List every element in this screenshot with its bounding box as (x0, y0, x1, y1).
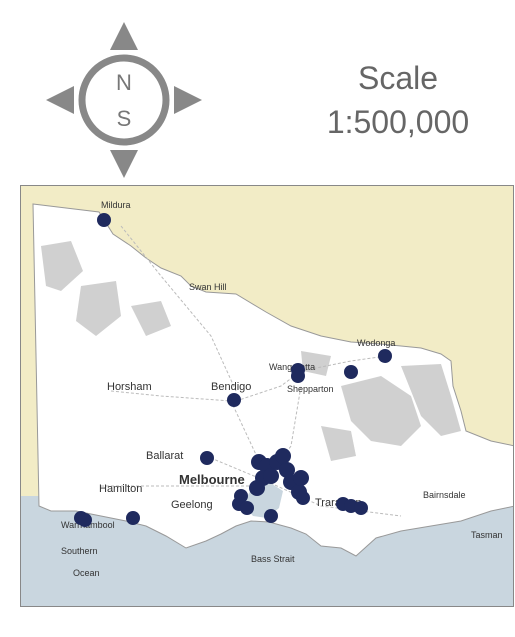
location-marker-mildura-0[interactable] (97, 213, 111, 227)
location-marker-melbourne-9[interactable] (293, 470, 309, 486)
place-label-melbourne: Melbourne (179, 472, 245, 487)
place-label-southern-ocean-2: Ocean (73, 568, 100, 578)
location-marker-traralgon-3[interactable] (296, 491, 310, 505)
location-marker-shepparton-0[interactable] (344, 365, 358, 379)
location-marker-ballarat-0[interactable] (200, 451, 214, 465)
place-label-shepparton: Shepparton (287, 384, 334, 394)
compass-arrow-west (46, 86, 74, 114)
scale-value: 1:500,000 (326, 104, 470, 140)
location-marker-melbourne-8[interactable] (263, 468, 279, 484)
shaded-terrain-gippsland (321, 426, 356, 461)
location-marker-warrnambool-1[interactable] (78, 513, 92, 527)
shaded-terrain-east (341, 376, 421, 446)
location-marker-warrnambool-east-0[interactable] (126, 511, 140, 525)
shaded-terrain-west (41, 241, 83, 291)
location-marker-melbourne-10[interactable] (249, 480, 265, 496)
place-label-wodonga: Wodonga (357, 338, 395, 348)
place-label-bass-strait: Bass Strait (251, 554, 295, 564)
place-label-tasman: Tasman (471, 530, 503, 540)
compass-arrow-east (174, 86, 202, 114)
place-label-geelong: Geelong (171, 499, 213, 511)
compass-rose-icon: N S (46, 22, 202, 178)
location-marker-wangaratta-1[interactable] (291, 369, 305, 383)
place-label-swan-hill: Swan Hill (189, 282, 227, 292)
place-label-bairnsdale: Bairnsdale (423, 490, 466, 500)
location-marker-wodonga-0[interactable] (378, 349, 392, 363)
state-land (32, 203, 513, 557)
place-label-horsham: Horsham (107, 381, 152, 393)
compass-south-letter: S (117, 106, 132, 131)
shaded-terrain-mallee (131, 301, 171, 336)
place-label-mildura: Mildura (101, 200, 131, 210)
compass-ring (78, 54, 170, 146)
place-label-hamilton: Hamilton (99, 483, 142, 495)
place-label-southern-ocean-1: Southern (61, 546, 98, 556)
location-marker-geelong-2[interactable] (240, 501, 254, 515)
location-marker-melbourne-7[interactable] (275, 448, 291, 464)
location-marker-traralgon-2[interactable] (354, 501, 368, 515)
shaded-terrain-west-2 (76, 281, 121, 336)
shaded-terrain-alps (401, 364, 461, 436)
location-marker-geelong-3[interactable] (264, 509, 278, 523)
place-label-ballarat: Ballarat (146, 450, 183, 462)
place-label-bendigo: Bendigo (211, 381, 251, 393)
compass-arrow-north (110, 22, 138, 50)
compass-north-letter: N (116, 70, 132, 95)
compass-arrow-south (110, 150, 138, 178)
scale-label: Scale (357, 60, 439, 96)
location-marker-bendigo-0[interactable] (227, 393, 241, 407)
